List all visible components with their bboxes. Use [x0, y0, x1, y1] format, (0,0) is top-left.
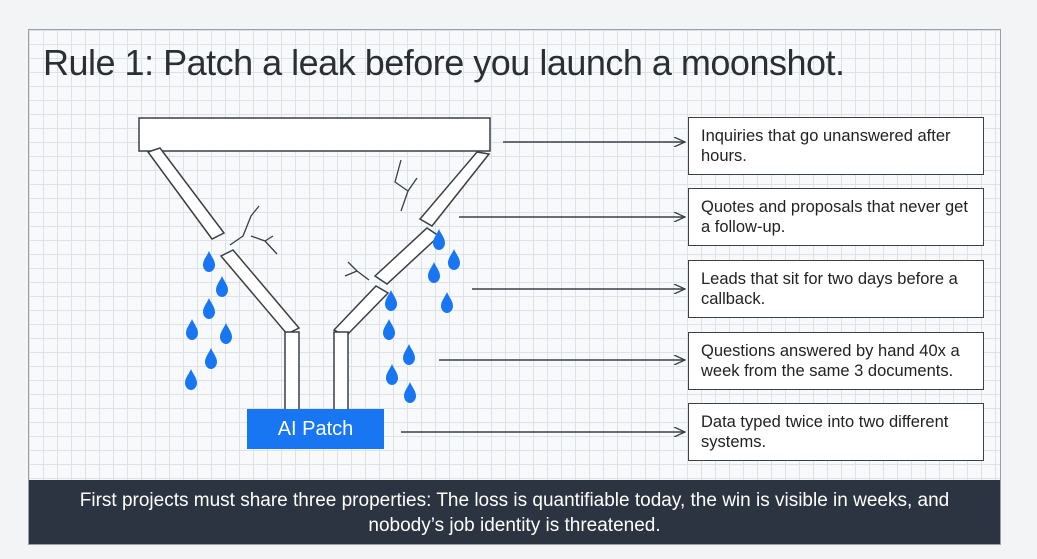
footer-banner: First projects must share three properti… — [29, 480, 1000, 544]
leak-box-3: Leads that sit for two days before a cal… — [688, 260, 984, 318]
water-drop-icon — [186, 319, 198, 340]
water-drop-icon — [383, 319, 395, 340]
water-drop-icon — [185, 369, 197, 390]
water-drop-icon — [433, 229, 445, 250]
water-drop-icon — [216, 276, 228, 297]
water-drop-icon — [220, 323, 232, 344]
ai-patch-label: AI Patch — [247, 409, 384, 449]
funnel-wall-left-upper — [146, 147, 226, 240]
funnel-spout-right — [333, 331, 349, 413]
funnel-wall-right-lower — [332, 285, 390, 337]
water-drop-icon — [428, 262, 440, 283]
leak-box-2: Quotes and proposals that never get a fo… — [688, 188, 984, 246]
crack-icon — [394, 159, 418, 212]
water-drop-icon — [203, 298, 215, 319]
funnel-rim — [138, 117, 491, 152]
funnel-wall-left-lower — [219, 249, 301, 335]
funnel-wall-right-upper — [418, 151, 491, 227]
funnel-diagram — [138, 117, 1001, 545]
water-drop-icon — [205, 348, 217, 369]
page-title: Rule 1: Patch a leak before you launch a… — [43, 42, 845, 83]
water-drop-icon — [441, 292, 453, 313]
water-drop-icon — [386, 364, 398, 385]
leak-box-4: Questions answered by hand 40x a week fr… — [688, 332, 984, 390]
crack-icon — [344, 261, 370, 281]
crack-icon — [229, 205, 278, 255]
water-drop-icon — [403, 344, 415, 365]
leak-box-1: Inquiries that go unanswered after hours… — [688, 117, 984, 175]
water-drop-icon — [404, 382, 416, 403]
water-drop-icon — [203, 251, 215, 272]
funnel-wall-right-middle — [373, 227, 441, 285]
diagram-frame: Rule 1: Patch a leak before you launch a… — [28, 29, 1001, 545]
water-drop-icon — [448, 249, 460, 270]
funnel-spout-left — [284, 331, 300, 413]
footer-text: First projects must share three properti… — [79, 490, 950, 536]
leak-box-5: Data typed twice into two different syst… — [688, 403, 984, 461]
